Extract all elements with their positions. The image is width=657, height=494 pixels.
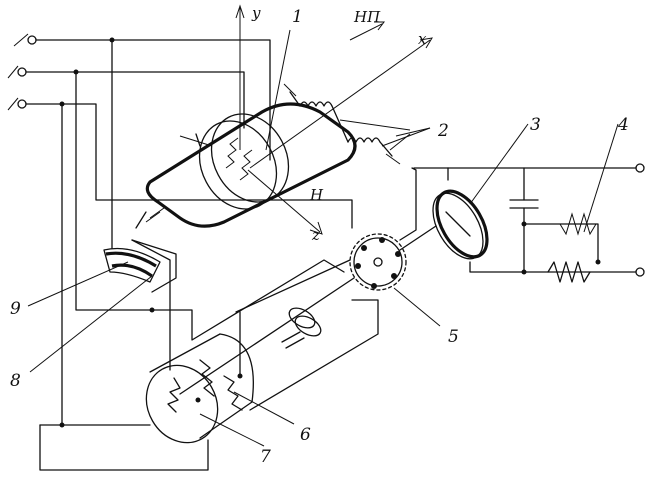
supply-wires — [25, 37, 353, 471]
label-7: 7 — [260, 447, 271, 467]
label-4: 4 — [617, 115, 629, 135]
direction-np-label: НП — [353, 8, 381, 26]
label-6: 6 — [300, 425, 311, 445]
label-2: 2 — [437, 121, 449, 141]
label-8: 8 — [10, 371, 21, 391]
output-circuit — [432, 163, 645, 283]
axis-z-label: z — [311, 226, 320, 244]
label-9: 9 — [10, 299, 21, 319]
label-3: 3 — [530, 115, 541, 135]
motor-wires — [131, 239, 379, 411]
sector-magnet — [103, 207, 177, 293]
leader-lines — [27, 29, 619, 447]
field-h-label: H — [309, 186, 324, 204]
gimbal-frame — [145, 102, 357, 228]
axis-x-label: x — [418, 30, 427, 48]
label-1: 1 — [292, 7, 303, 27]
drive-shaft — [179, 225, 437, 395]
spring-assembly — [283, 83, 411, 165]
gyro-motor-cylinder — [145, 333, 254, 444]
axis-y-label: y — [251, 4, 261, 22]
label-5: 5 — [448, 327, 459, 347]
commutator-wheel — [349, 167, 449, 291]
